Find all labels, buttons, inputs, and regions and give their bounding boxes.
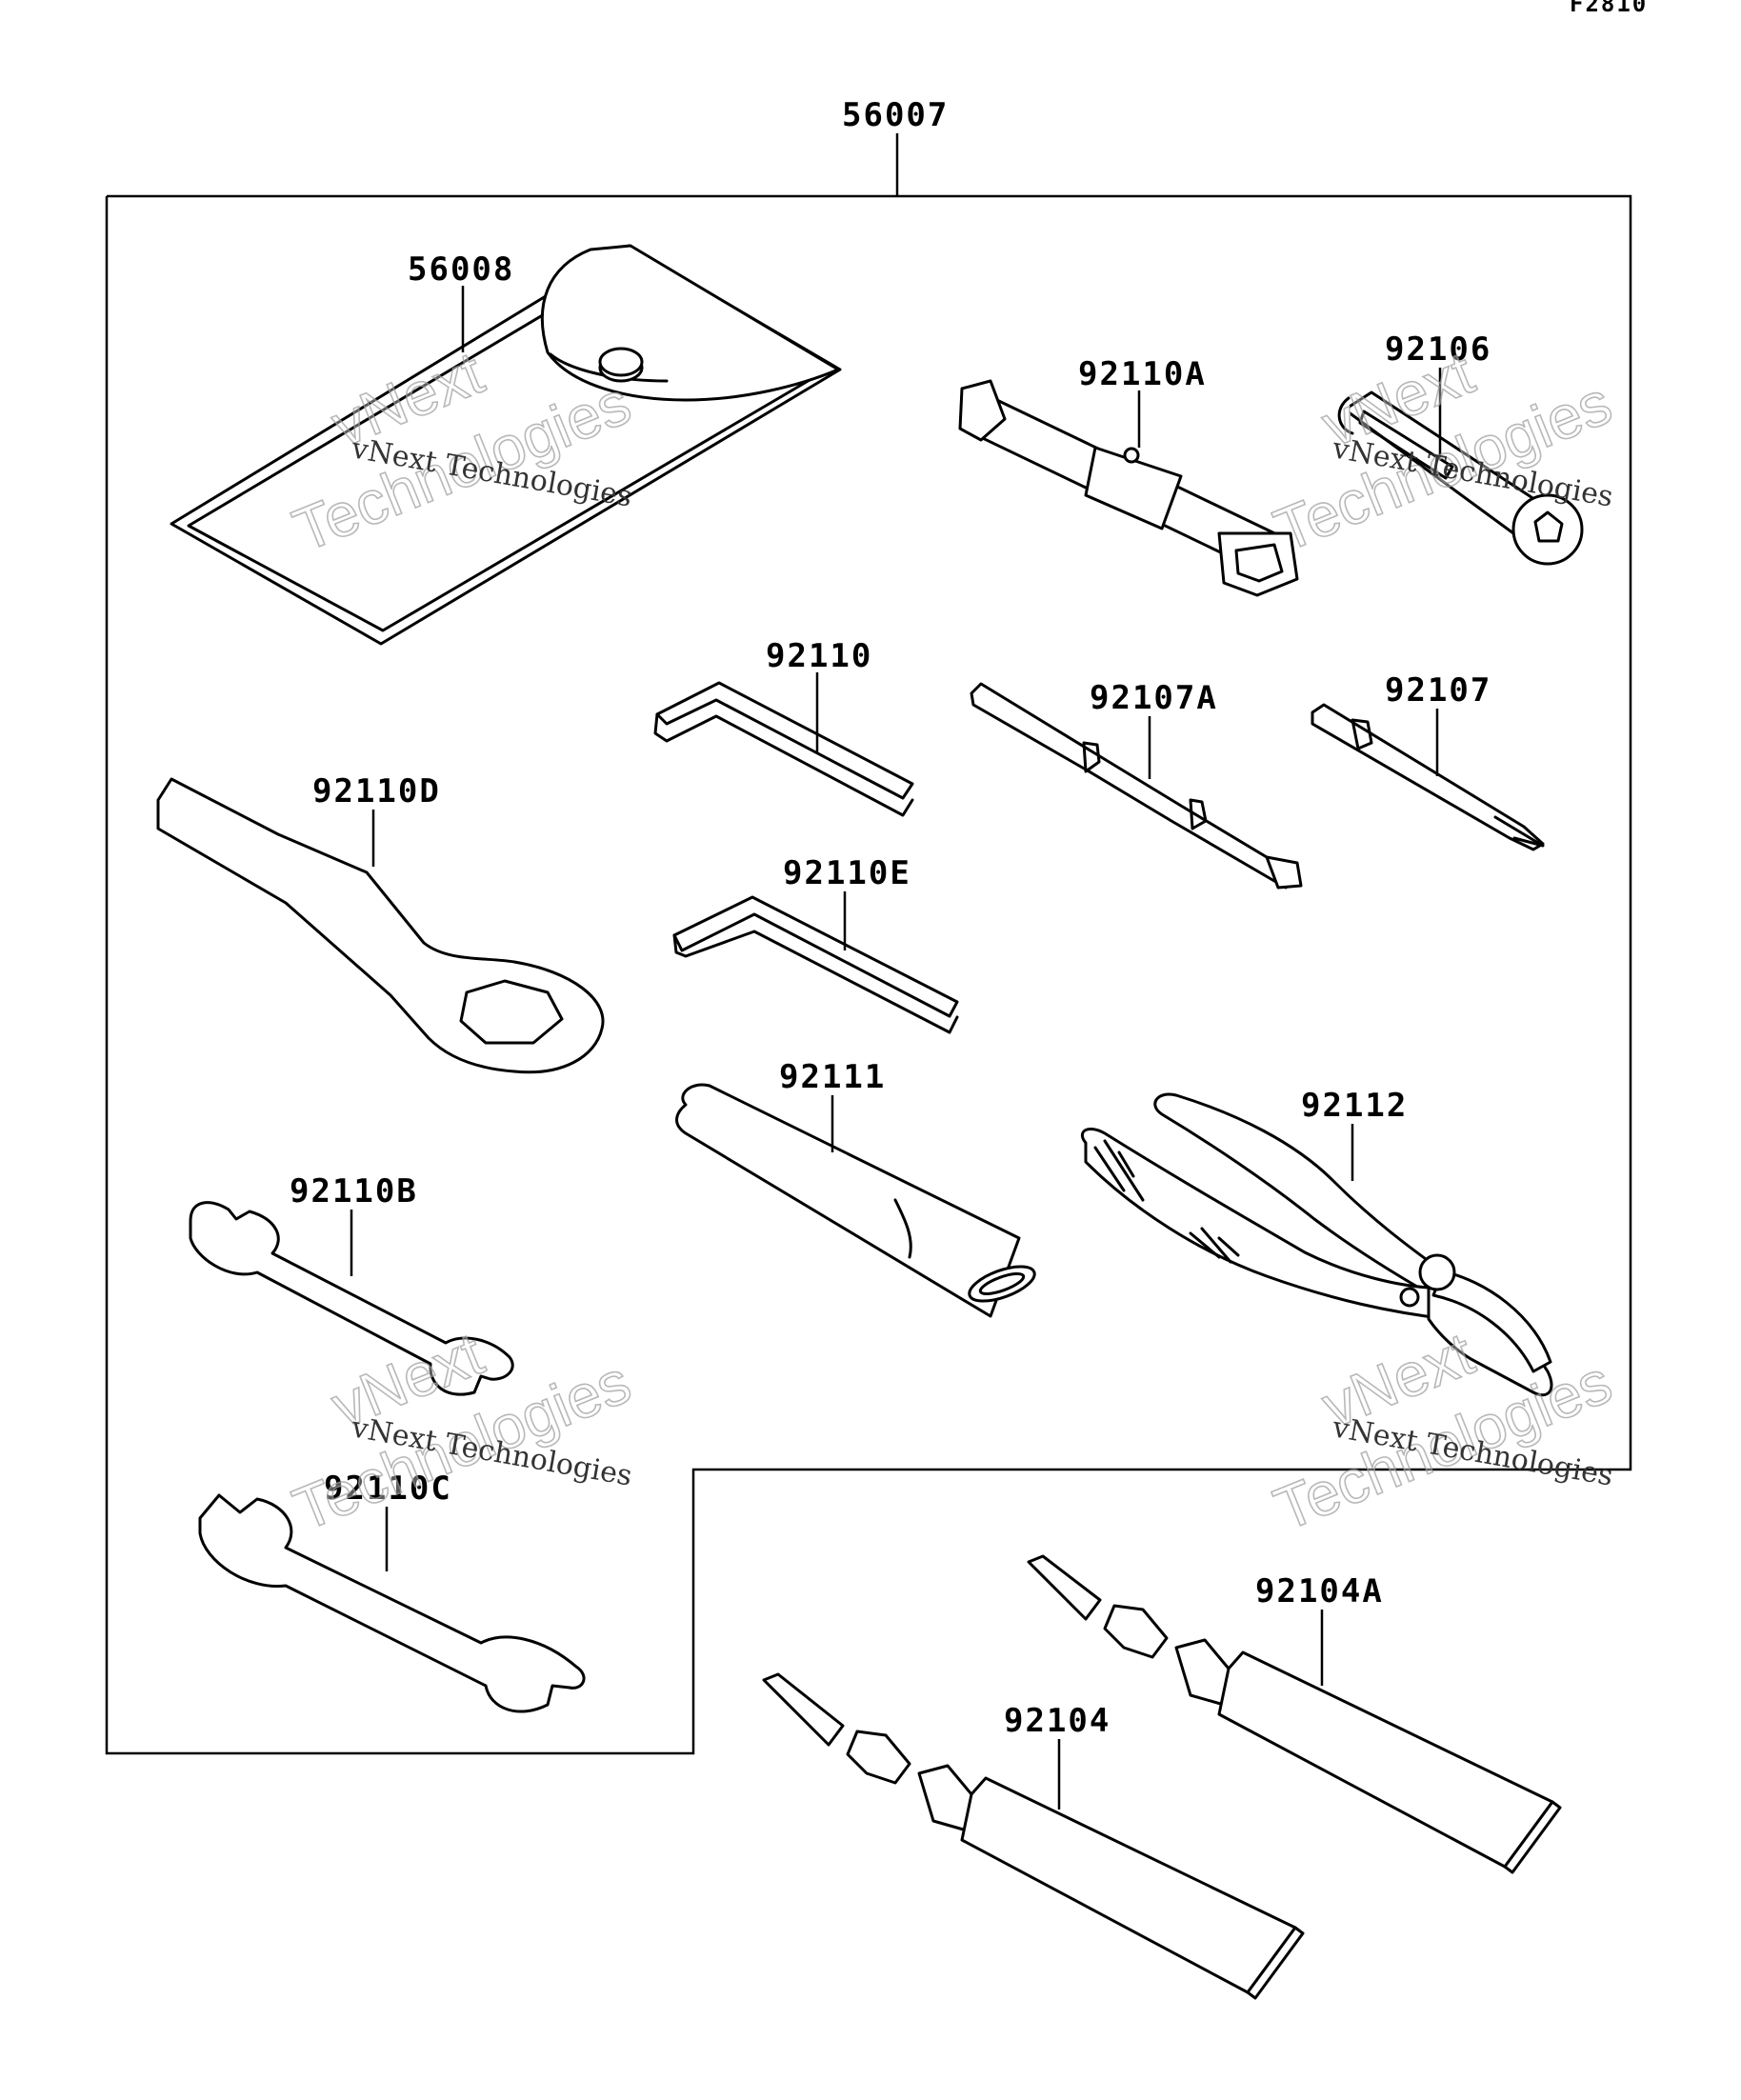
pliers-92112[interactable] [1080, 1092, 1553, 1397]
tool-bag-56008[interactable] [170, 244, 842, 646]
kit-frame [105, 194, 1632, 1755]
watermark-4: vNext Technologies vNext Technologies [1264, 1318, 1621, 1545]
label-92110[interactable]: 92110 [766, 637, 872, 675]
label-92107[interactable]: 92107 [1385, 671, 1491, 710]
grease-tube-92104[interactable] [762, 1672, 1305, 2000]
label-92112[interactable]: 92112 [1301, 1087, 1408, 1125]
label-92104[interactable]: 92104 [1004, 1702, 1111, 1740]
label-92110E[interactable]: 92110E [783, 854, 911, 892]
handle-bar-92111[interactable] [675, 1083, 1039, 1318]
label-92111[interactable]: 92111 [779, 1058, 886, 1096]
screwdriver-bit-92107A[interactable] [970, 682, 1303, 890]
spark-plug-socket-92106[interactable] [1337, 390, 1584, 566]
label-56008[interactable]: 56008 [408, 250, 514, 289]
watermark-3: vNext Technologies vNext Technologies [283, 1318, 640, 1545]
figure-code: F2810 [1570, 0, 1648, 17]
spark-plug-wrench-92110A[interactable] [958, 379, 1299, 597]
label-56007[interactable]: 56007 [842, 96, 949, 134]
label-92106[interactable]: 92106 [1385, 330, 1491, 369]
hex-wrench-92110[interactable] [653, 681, 914, 817]
screwdriver-bit-92107[interactable] [1311, 703, 1545, 851]
open-wrench-92110B[interactable] [189, 1201, 514, 1396]
label-92104A[interactable]: 92104A [1255, 1572, 1384, 1610]
hex-wrench-92110E[interactable] [672, 895, 959, 1034]
label-92110A[interactable]: 92110A [1078, 355, 1207, 393]
open-wrench-92110C[interactable] [198, 1493, 586, 1713]
grease-tube-92104A[interactable] [1027, 1554, 1562, 1874]
label-92110B[interactable]: 92110B [290, 1172, 418, 1210]
label-92110C[interactable]: 92110C [324, 1470, 452, 1508]
label-92107A[interactable]: 92107A [1090, 679, 1218, 717]
ring-wrench-92110D[interactable] [156, 777, 605, 1074]
label-92110D[interactable]: 92110D [312, 772, 441, 810]
